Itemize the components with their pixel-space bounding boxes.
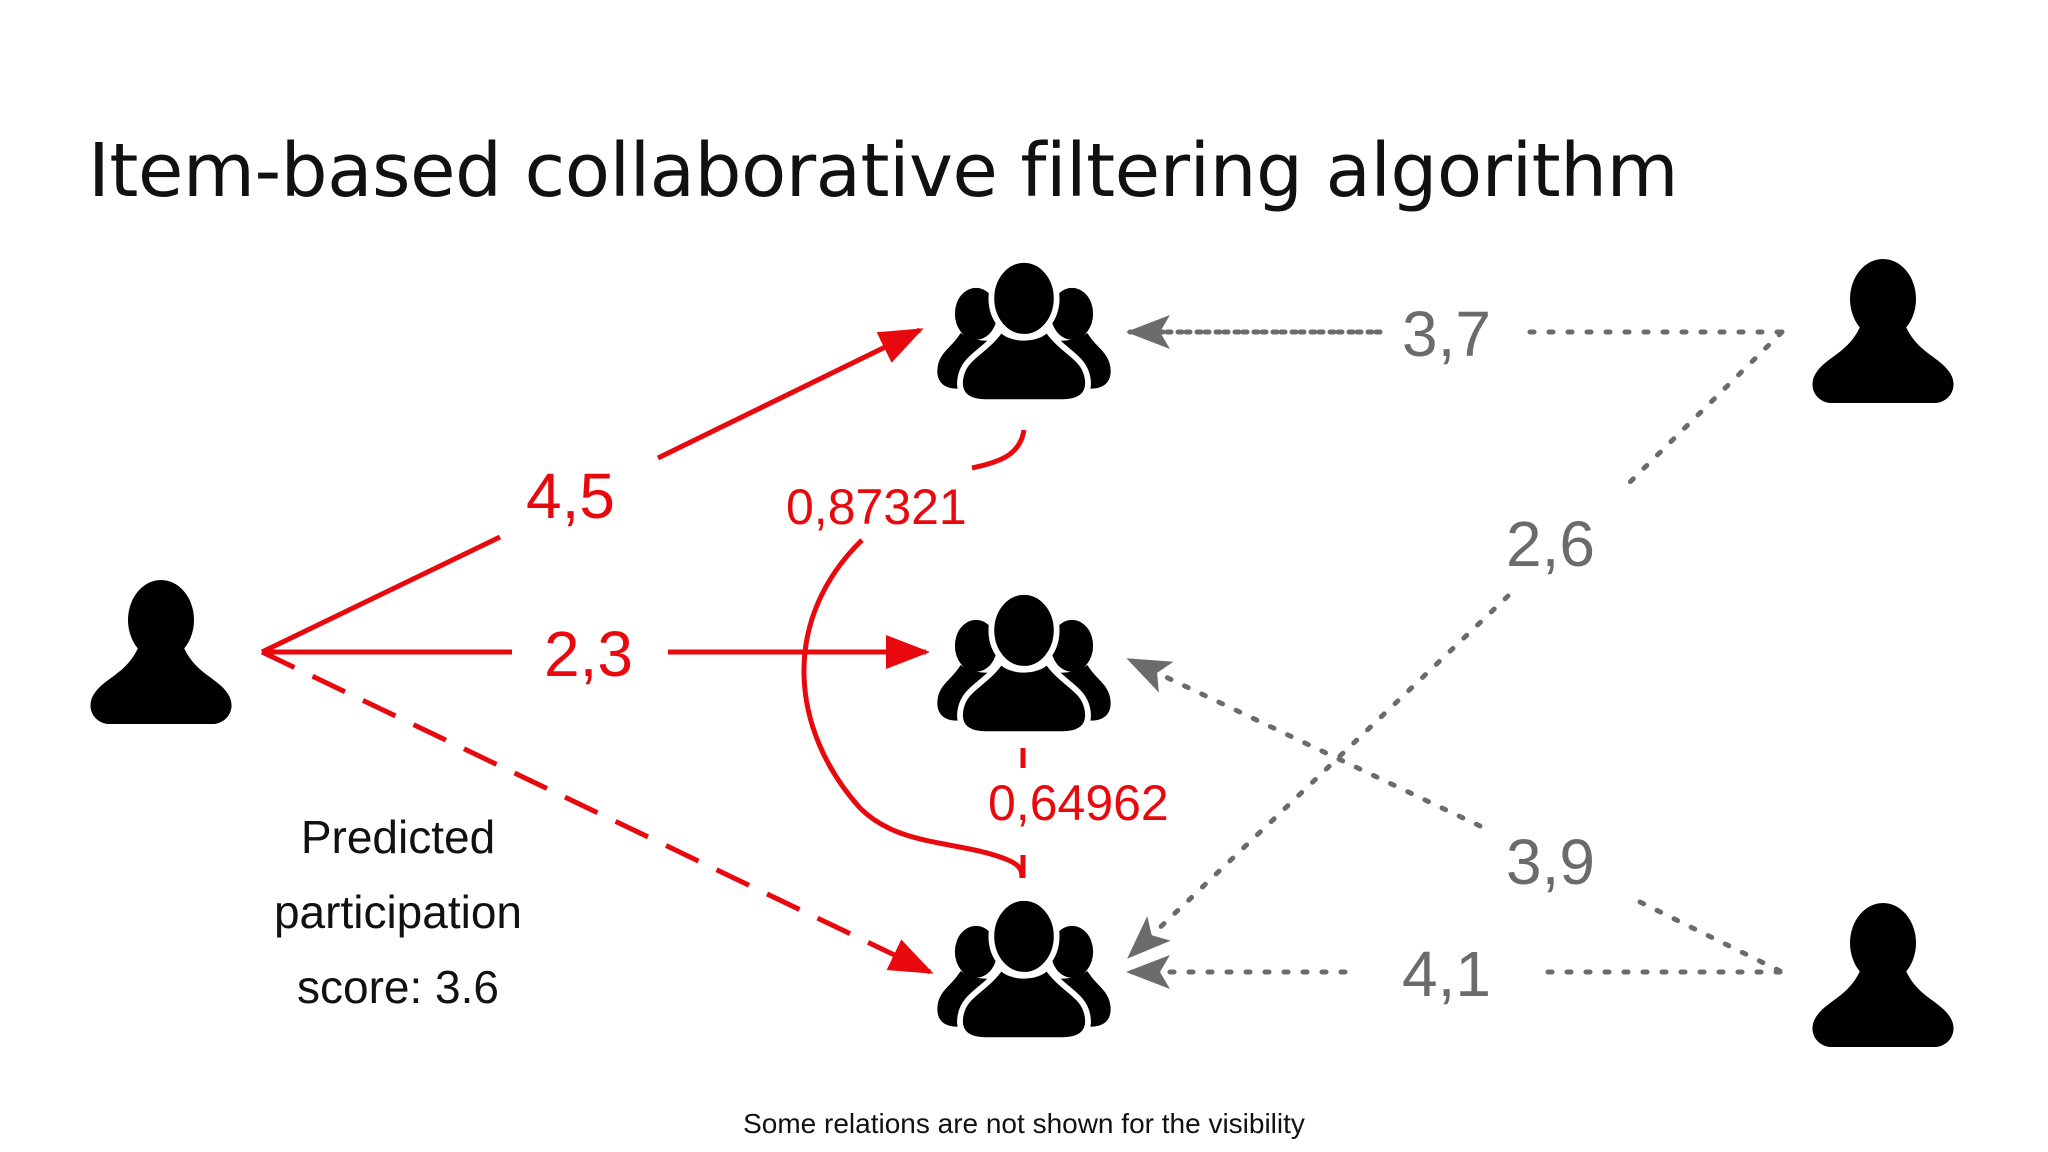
other-user-a-icon (1812, 259, 1954, 403)
other-user-b-icon (1812, 903, 1954, 1047)
edge-rating-group-1 (260, 534, 502, 655)
edge-user-a-group-3-lower (1127, 593, 1511, 959)
edge-user-a-group-3 (1627, 329, 1785, 485)
edge-user-b-group-2-lower (1637, 899, 1785, 975)
edge-predicted-group-3 (260, 649, 934, 975)
label-similarity-1-3: 0,87321 (786, 479, 967, 535)
similarity-curve-1-3 (971, 429, 1027, 471)
label-user-b-group-2: 3,9 (1506, 826, 1595, 898)
prediction-line-2: participation (274, 886, 522, 938)
similarity-edges (801, 429, 1027, 879)
edge-rating-group-1-head (656, 327, 924, 461)
other-user-edges (1126, 315, 1785, 989)
label-rating-group-2: 2,3 (544, 618, 633, 690)
similarity-curve-1-3-lower (801, 538, 1025, 879)
prediction-line-3: score: 3.6 (297, 961, 499, 1013)
label-user-a-group-1: 3,7 (1402, 298, 1491, 370)
label-rating-group-1: 4,5 (526, 460, 615, 532)
active-user-icon (90, 580, 232, 724)
group-3-icon (937, 898, 1110, 1040)
group-2-icon (937, 592, 1110, 734)
prediction-line-1: Predicted (301, 811, 495, 863)
slide-title: Item-based collaborative filtering algor… (88, 128, 1678, 214)
active-user-edges (260, 327, 934, 975)
label-user-a-group-3: 2,6 (1506, 508, 1595, 580)
label-similarity-2-3: 0,64962 (988, 775, 1169, 831)
group-1-icon (937, 260, 1110, 402)
edge-user-b-group-2 (1126, 657, 1483, 829)
label-user-b-group-3: 4,1 (1402, 938, 1491, 1010)
footnote: Some relations are not shown for the vis… (743, 1108, 1305, 1139)
